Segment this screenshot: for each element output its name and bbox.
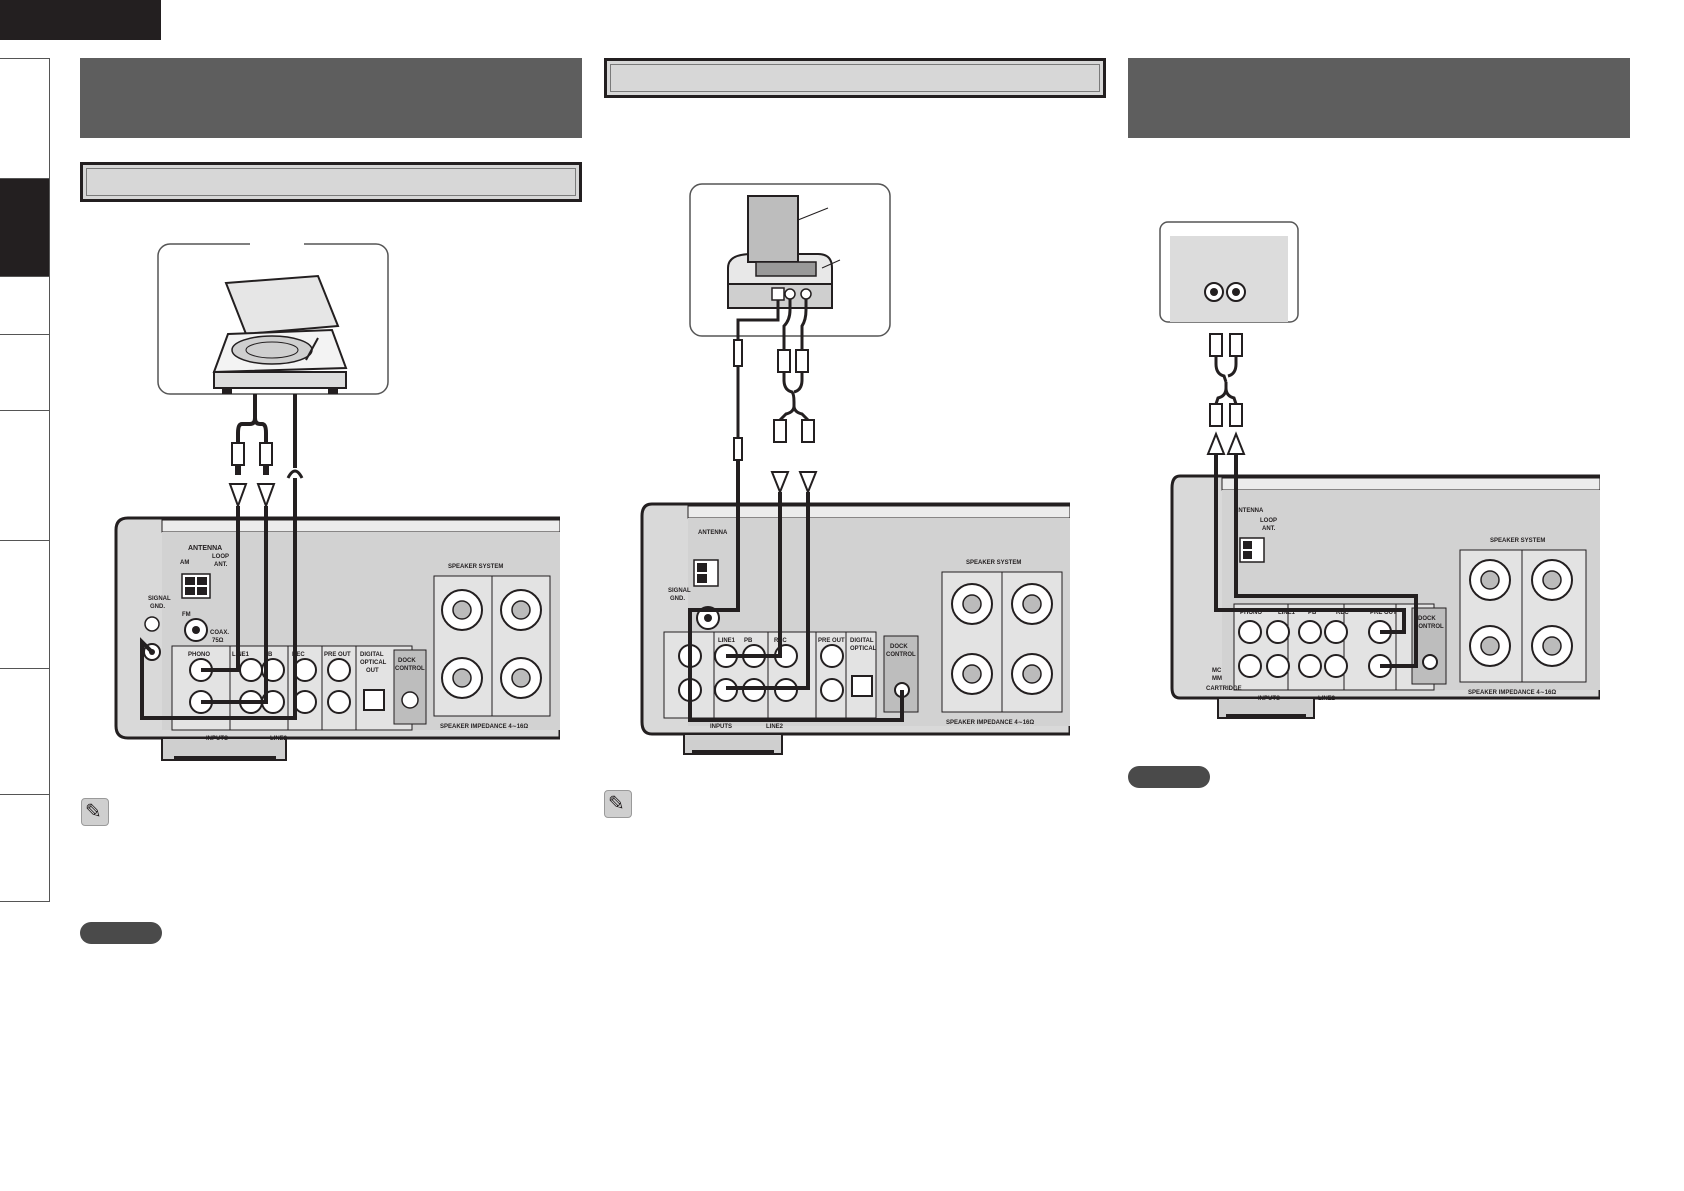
label-speaker-system: SPEAKER SYSTEM: [448, 564, 503, 570]
label-speaker-impedance: SPEAKER IMPEDANCE 4∼16Ω: [440, 724, 528, 730]
label-optical: OPTICAL: [360, 660, 387, 666]
power-amplifier-connection-diagram: ANTENNA LOOP ANT. PHONO LINE1 PB REC PRE…: [1159, 221, 1600, 719]
side-tab-4[interactable]: [0, 334, 50, 410]
label-phono: PHONO: [1240, 610, 1262, 616]
label-optical: OPTICAL: [850, 646, 877, 652]
label-signal: SIGNAL: [148, 596, 171, 602]
turntable-icon: [212, 274, 348, 394]
dock-connection-diagram: ANTENNA SIGNAL GND. LINE1 PB REC PRE OUT…: [640, 183, 1070, 755]
label-inputs: INPUTS: [710, 724, 732, 730]
label-out: OUT: [366, 668, 379, 674]
note-icon: [604, 790, 632, 818]
label-dock: DOCK: [890, 644, 908, 650]
label-speaker-system: SPEAKER SYSTEM: [1490, 538, 1545, 544]
label-control: CONTROL: [1414, 624, 1444, 630]
label-dock: DOCK: [398, 658, 416, 664]
label-am: AM: [180, 560, 189, 566]
label-coax: COAX.: [210, 630, 229, 636]
label-inputs: INPUTS: [1258, 696, 1280, 702]
side-tab-7[interactable]: [0, 668, 50, 794]
side-tab-8[interactable]: [0, 794, 50, 902]
label-antenna: ANTENNA: [1234, 508, 1264, 514]
label-pb: PB: [744, 638, 753, 644]
note-icon: [81, 798, 109, 826]
label-ant: ANT.: [1262, 526, 1276, 532]
side-tab-3[interactable]: [0, 276, 50, 334]
label-speaker-system: SPEAKER SYSTEM: [966, 560, 1021, 566]
label-inputs: INPUTS: [206, 736, 228, 742]
label-ant: ANT.: [214, 562, 228, 568]
label-loop: LOOP: [212, 554, 229, 560]
label-line1: LINE1: [232, 652, 250, 658]
label-line2: LINE2: [1318, 696, 1336, 702]
label-line2: LINE2: [766, 724, 784, 730]
label-gnd: GND.: [670, 596, 685, 602]
label-digital: DIGITAL: [850, 638, 874, 644]
note-label-pill: [80, 922, 162, 944]
label-mm: MM: [1212, 676, 1222, 682]
label-fm: FM: [182, 612, 191, 618]
section-header-dock: [604, 58, 1106, 98]
label-line1: LINE1: [1278, 610, 1296, 616]
label-pb: PB: [264, 652, 273, 658]
rca-plug-icon: [231, 442, 273, 475]
label-line1: LINE1: [718, 638, 736, 644]
label-speaker-impedance: SPEAKER IMPEDANCE 4∼16Ω: [946, 720, 1034, 726]
side-tab-1[interactable]: [0, 58, 50, 178]
side-tab-6[interactable]: [0, 540, 50, 668]
section-header-power-amp: [1128, 58, 1630, 138]
ipod-dock-icon: [727, 195, 841, 309]
subsection-header-turntable: [80, 162, 582, 202]
label-rec: REC: [1336, 610, 1349, 616]
top-bar: [0, 0, 161, 40]
label-speaker-impedance: SPEAKER IMPEDANCE 4∼16Ω: [1468, 690, 1556, 696]
label-phono: PHONO: [188, 652, 210, 658]
label-pre-out: PRE OUT: [1370, 610, 1397, 616]
label-pre-out: PRE OUT: [818, 638, 845, 644]
label-digital: DIGITAL: [360, 652, 384, 658]
label-line2: LINE2: [270, 736, 288, 742]
label-cartridge: CARTRIDGE: [1206, 686, 1242, 692]
label-antenna: ANTENNA: [698, 530, 728, 536]
label-pre-out: PRE OUT: [324, 652, 351, 658]
label-signal: SIGNAL: [668, 588, 691, 594]
side-tab-2[interactable]: [0, 178, 50, 276]
label-antenna: ANTENNA: [188, 545, 222, 552]
label-75ohm: 75Ω: [212, 638, 224, 644]
section-header-turntable: [80, 58, 582, 138]
turntable-connection-diagram: ANTENNA AM LOOP ANT. SIGNAL GND. FM COAX…: [114, 238, 560, 761]
note-label-pill: [1128, 766, 1210, 788]
label-pb: PB: [1308, 610, 1317, 616]
label-control: CONTROL: [395, 666, 425, 672]
label-gnd: GND.: [150, 604, 165, 610]
label-mc: MC: [1212, 668, 1222, 674]
label-dock: DOCK: [1418, 616, 1436, 622]
label-loop: LOOP: [1260, 518, 1277, 524]
label-control: CONTROL: [886, 652, 916, 658]
side-tab-5[interactable]: [0, 410, 50, 540]
label-rec: REC: [292, 652, 305, 658]
